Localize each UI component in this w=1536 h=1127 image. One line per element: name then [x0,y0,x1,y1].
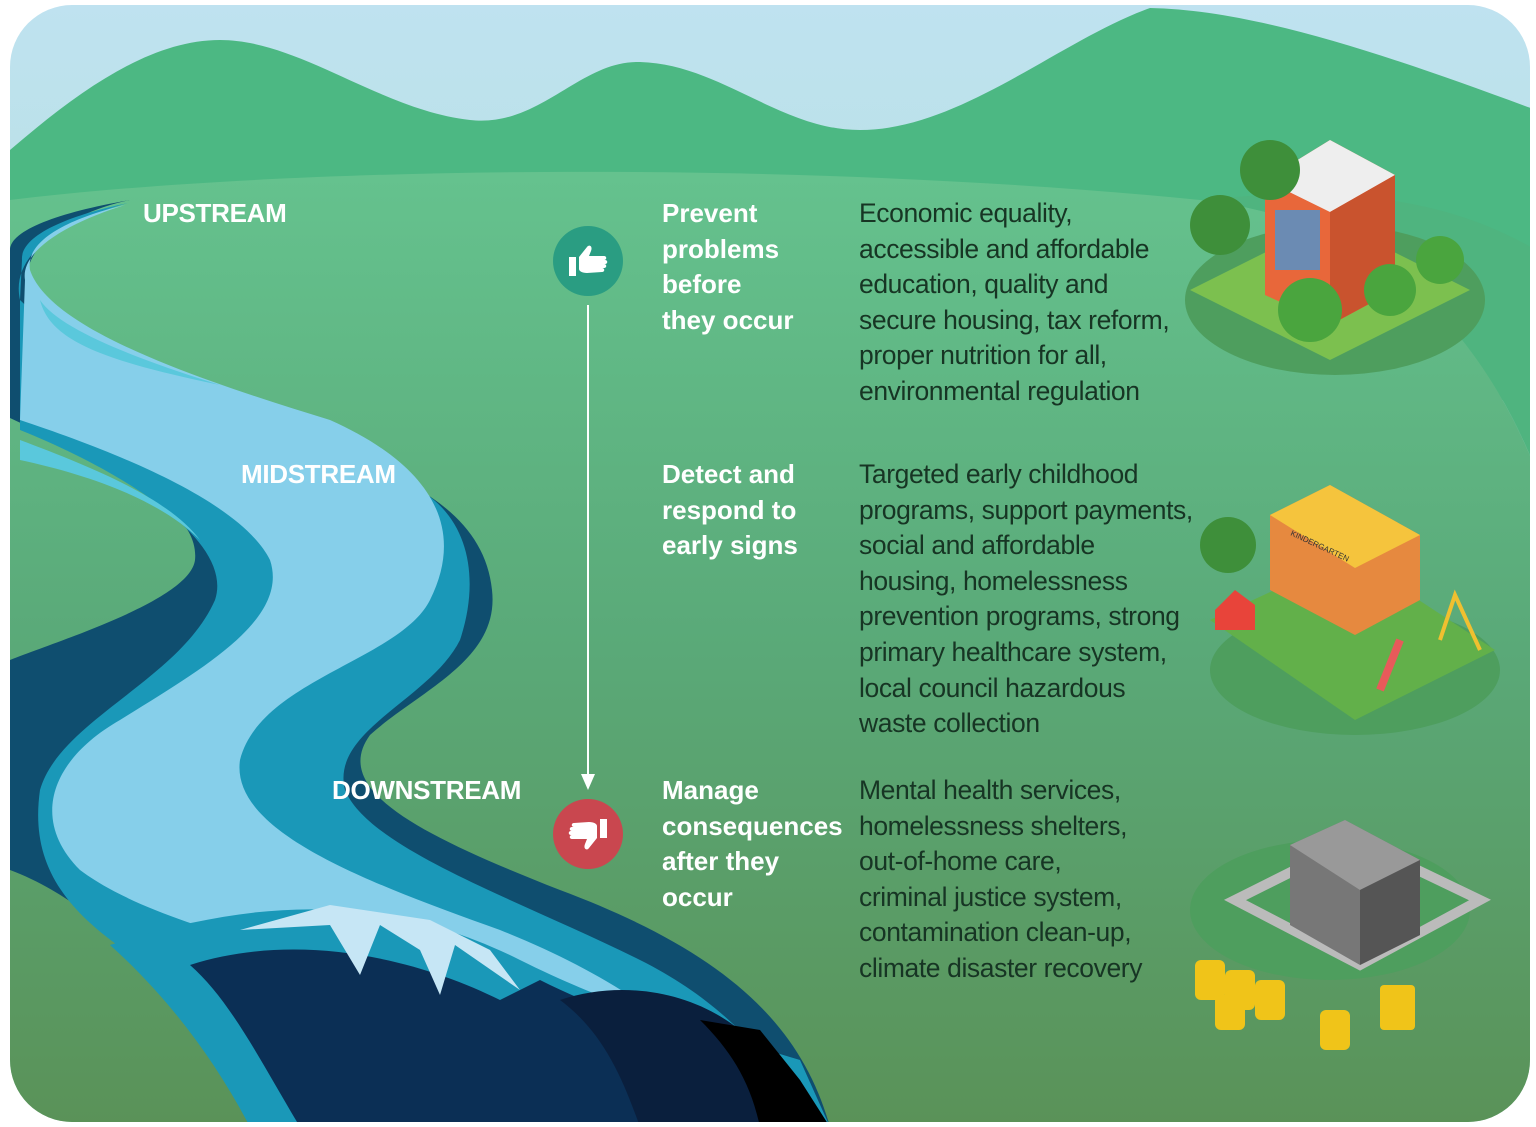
description-line: programs, support payments, [859,494,1193,525]
description-line: climate disaster recovery [859,952,1143,983]
description-line: accessible and affordable [859,233,1150,264]
row-heading-manage: Manage consequences after they occur [662,773,852,915]
flow-line [587,305,589,777]
thumbs-up-badge [553,226,623,296]
description-line: criminal justice system, [859,881,1122,912]
thumbs-down-icon [568,819,607,850]
stage-label-downstream: DOWNSTREAM [332,775,522,805]
prison-illustration [1190,820,1491,1050]
description-line: Targeted early childhood [859,459,1139,489]
description-line: social and affordable [859,530,1095,561]
stage-label-upstream: UPSTREAM [143,198,287,228]
description-line: Mental health services, [859,775,1121,805]
description-line: education, quality and [859,269,1109,300]
row-description-upstream: Economic equality, accessible and afforda… [859,196,1170,410]
city-building-illustration [1185,140,1485,375]
stage-label-midstream: MIDSTREAM [241,459,396,489]
heading-line: Manage [662,775,759,805]
description-line: homelessness shelters, [859,810,1128,841]
description-line: prevention programs, strong [859,601,1180,632]
row-description-midstream: Targeted early childhood programs, suppor… [859,457,1193,742]
description-line: Economic equality, [859,198,1073,228]
heading-line: problems [662,233,780,264]
thumbs-up-icon [569,245,608,276]
row-description-downstream: Mental health services, homelessness shel… [859,773,1142,987]
description-line: primary healthcare system, [859,636,1167,667]
heading-line: before [662,269,742,300]
description-line: secure housing, tax reform, [859,304,1170,335]
heading-line: occur [662,881,733,912]
description-line: contamination clean-up, [859,917,1132,948]
heading-line: Detect and [662,459,795,489]
heading-line: respond to [662,494,797,525]
description-line: proper nutrition for all, [859,340,1107,371]
row-heading-prevent: Prevent problems before they occur [662,196,852,338]
heading-line: Prevent [662,198,758,228]
description-line: local council hazardous [859,672,1126,703]
description-line: waste collection [859,708,1040,739]
thumbs-down-badge [553,799,623,869]
description-line: environmental regulation [859,375,1140,406]
heading-line: after they [662,846,780,877]
description-line: out-of-home care, [859,846,1062,877]
description-line: housing, homelessness [859,565,1128,596]
row-heading-detect: Detect and respond to early signs [662,457,852,564]
heading-line: early signs [662,530,798,561]
kindergarten-illustration: KINDERGARTEN [1200,485,1500,735]
heading-line: consequences [662,810,843,841]
heading-line: they occur [662,304,794,335]
arrow-down-icon [581,774,595,790]
